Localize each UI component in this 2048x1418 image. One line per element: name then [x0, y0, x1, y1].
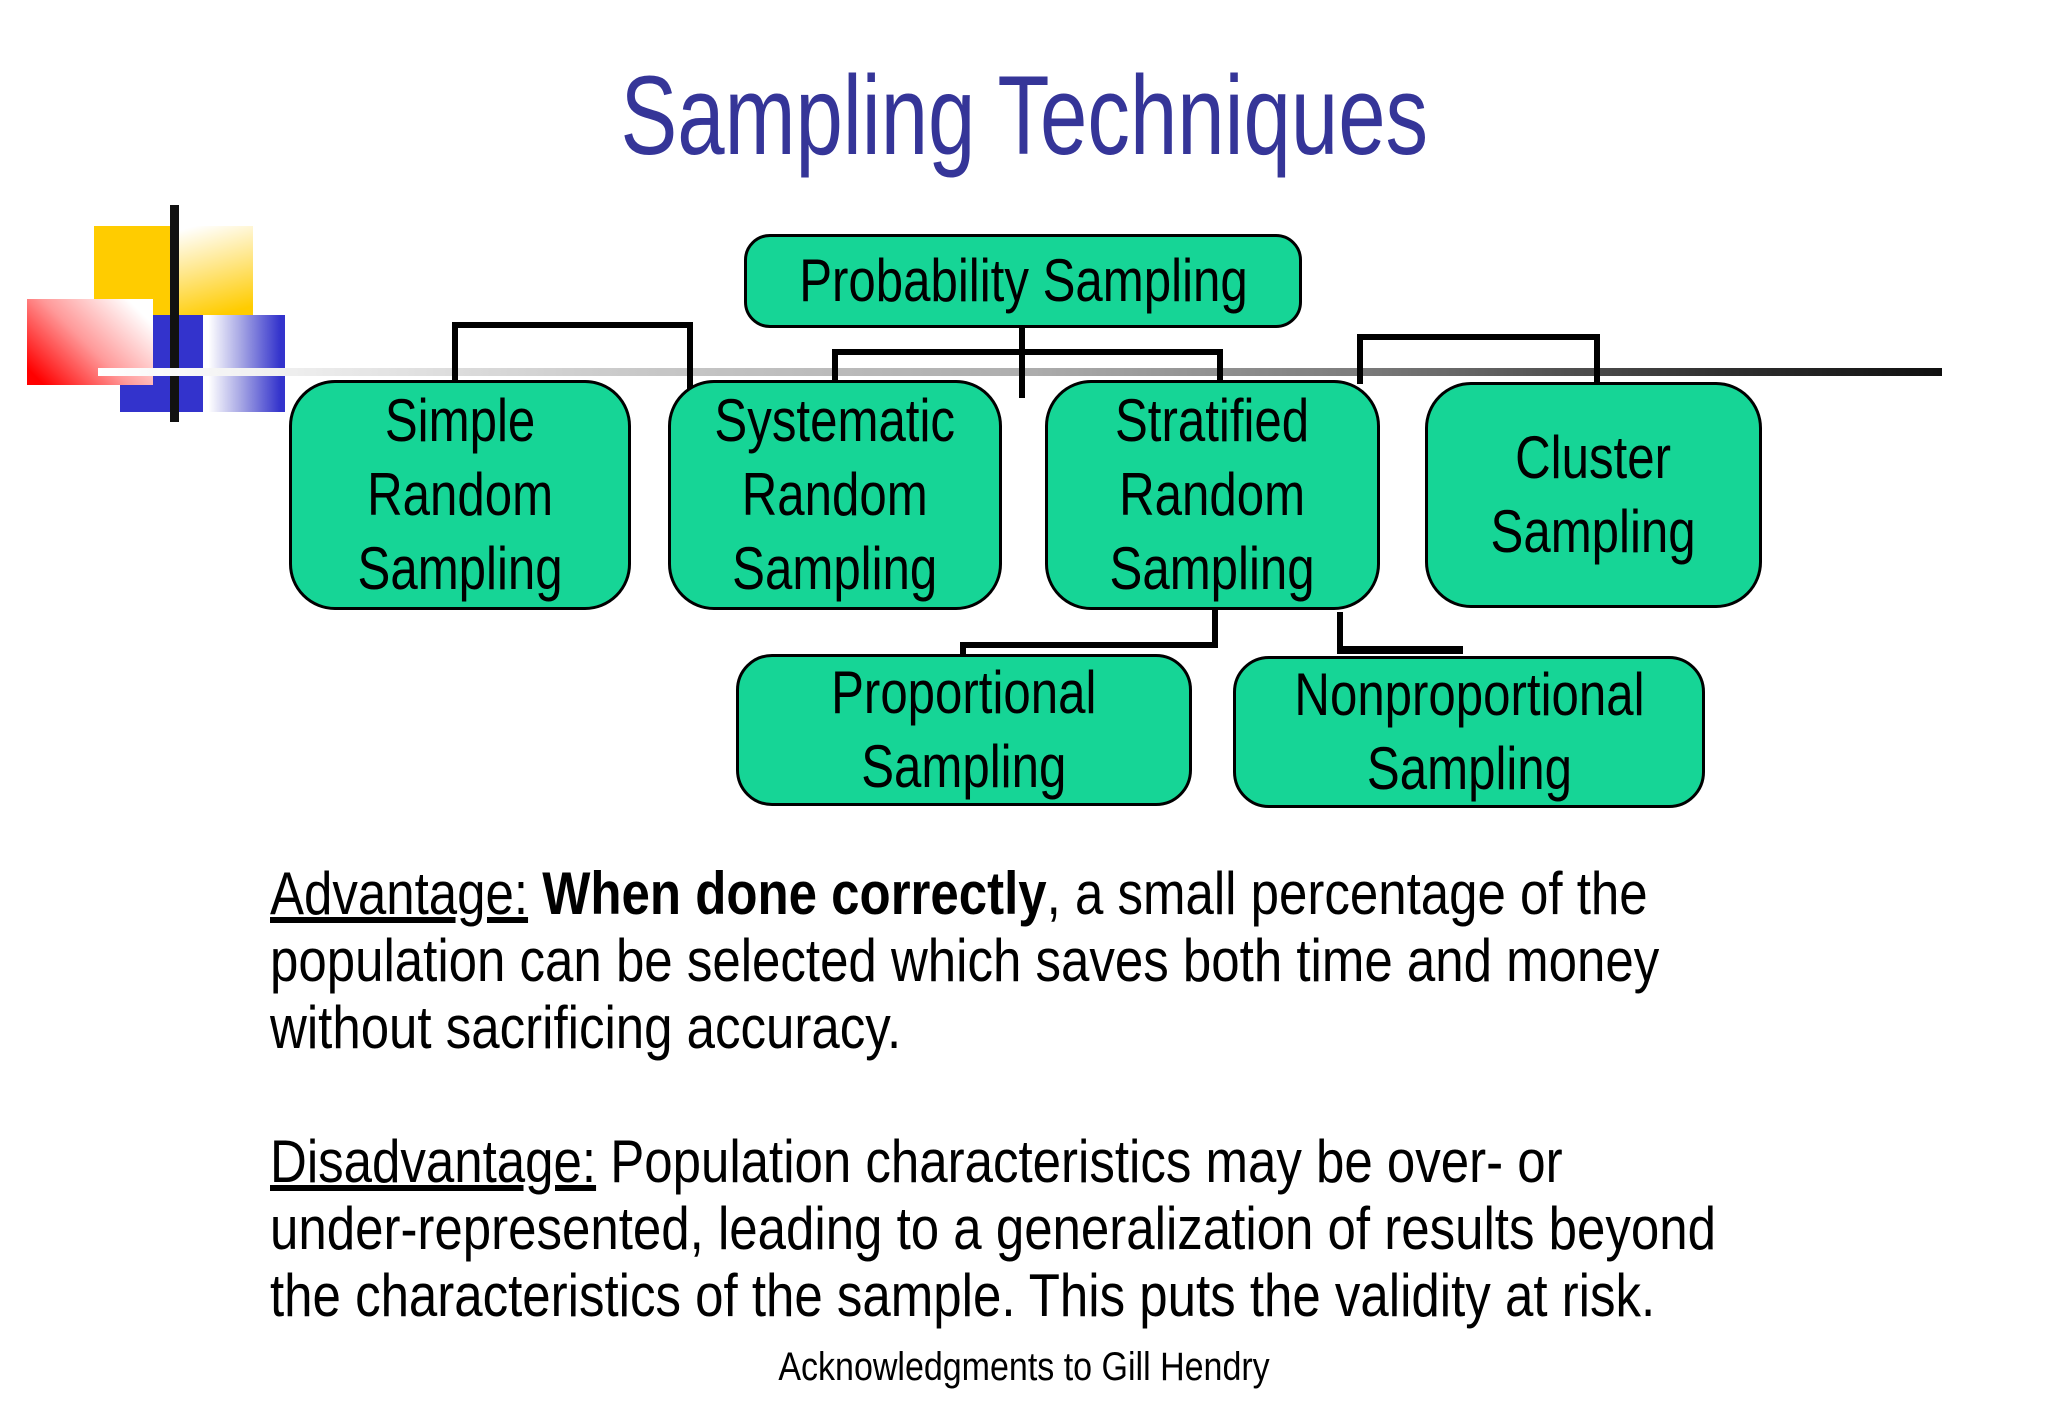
connector-left-bracket-right-drop: [687, 322, 693, 407]
node-label: Probability Sampling: [798, 247, 1248, 314]
connector-right-bracket-left-drop: [1357, 334, 1363, 384]
connector-middle-bracket-right-drop: [1217, 349, 1223, 386]
node-label: Nonproportional Sampling: [1293, 661, 1645, 802]
node-simple-random-sampling: Simple Random Sampling: [289, 380, 631, 610]
node-systematic-random-sampling: Systematic Random Sampling: [668, 380, 1002, 610]
footer-credit: Acknowledgments to Gill Hendry: [0, 1344, 2048, 1390]
decoration-gold-gradient-square: [179, 226, 253, 315]
decoration-vertical-line: [170, 205, 179, 422]
node-label: Systematic Random Sampling: [714, 387, 956, 602]
node-cluster-sampling: Cluster Sampling: [1425, 382, 1762, 608]
node-stratified-random-sampling: Stratified Random Sampling: [1045, 380, 1380, 610]
connector-left-bracket-left-drop: [452, 322, 458, 384]
footer-credit-text: Acknowledgments to Gill Hendry: [778, 1345, 1270, 1389]
connector-root-vertical: [1019, 328, 1025, 398]
node-label: Stratified Random Sampling: [1109, 387, 1316, 602]
connector-nonproportional-elbow: [1337, 646, 1463, 654]
node-proportional-sampling: Proportional Sampling: [736, 654, 1192, 806]
connector-proportional-drop: [960, 642, 966, 660]
node-label: Proportional Sampling: [831, 659, 1097, 800]
node-label: Simple Random Sampling: [357, 387, 563, 602]
connector-middle-bracket: [832, 349, 1223, 355]
connector-nonproportional-drop: [1337, 612, 1343, 654]
connector-middle-bracket-left-drop: [832, 349, 838, 386]
advantage-paragraph: Advantage: When done correctly, a small …: [270, 860, 1660, 1061]
decoration-blue-gradient-square: [207, 315, 285, 412]
connector-right-bracket: [1357, 334, 1600, 340]
connector-stratified-stem: [1212, 610, 1218, 648]
connector-proportional-elbow: [960, 642, 1218, 648]
node-nonproportional-sampling: Nonproportional Sampling: [1233, 656, 1705, 808]
node-probability-sampling: Probability Sampling: [744, 234, 1302, 328]
disadvantage-paragraph: Disadvantage: Population characteristics…: [270, 1128, 1716, 1329]
page-title: Sampling Techniques: [0, 60, 2048, 172]
connector-left-bracket: [452, 322, 693, 328]
node-label: Cluster Sampling: [1490, 424, 1697, 565]
connector-right-bracket-right-drop: [1594, 334, 1600, 400]
page-title-text: Sampling Techniques: [620, 53, 1428, 178]
